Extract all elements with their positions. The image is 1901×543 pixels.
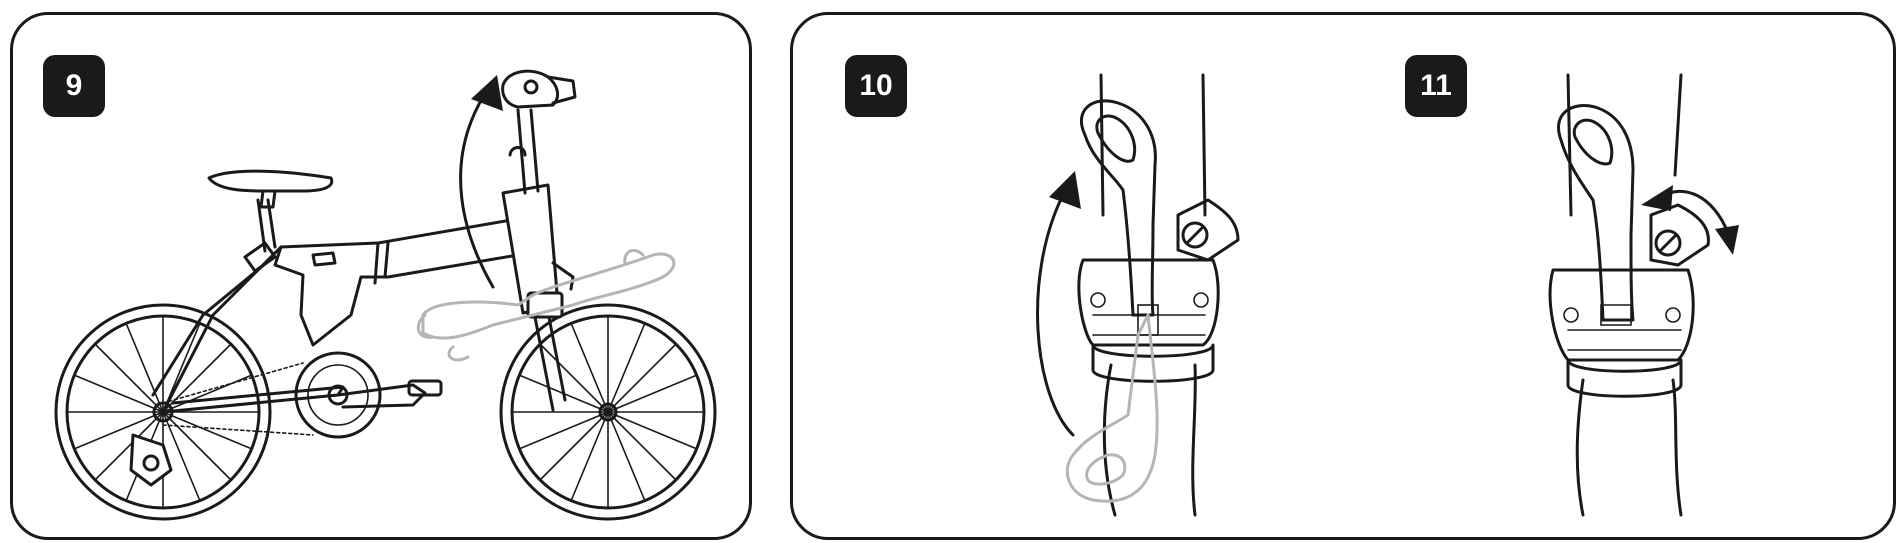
handlebar-grip [503,71,575,107]
front-wheel [501,305,715,519]
rear-derailleur [131,435,171,485]
step-11-illustration [1550,75,1739,515]
bike-frame [153,200,518,412]
chainring [296,353,441,437]
saddle [209,171,332,207]
step-10-illustration [1038,75,1238,515]
stem-lever-illustrations [793,15,1899,543]
steps-10-11-panel: 10 11 [790,12,1896,540]
bike-illustration [13,15,755,543]
step-9-panel: 9 [10,12,752,540]
